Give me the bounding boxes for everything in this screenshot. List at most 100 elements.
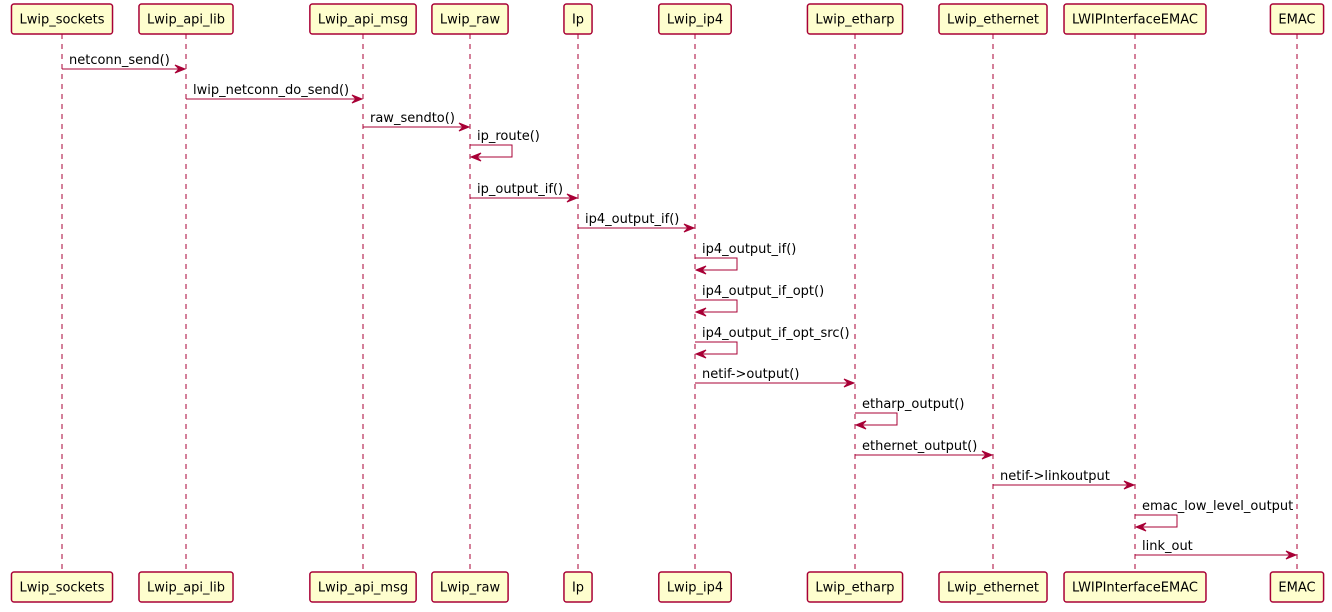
participant-apimsg-top: Lwip_api_msg <box>309 3 417 35</box>
participant-box <box>1269 3 1325 35</box>
message-label: netif->linkoutput <box>1000 469 1110 484</box>
participant-label: Lwip_sockets <box>19 13 104 28</box>
participant-label: Lwip_ethernet <box>947 581 1039 596</box>
arrow-head <box>981 450 994 460</box>
self-call-line <box>695 257 738 271</box>
message-label: raw_sendto() <box>370 111 455 126</box>
message-10: netif->output() <box>695 367 856 388</box>
participant-box <box>658 571 732 603</box>
message-label: ip4_output_if() <box>702 242 796 257</box>
message-label: ip_route() <box>477 129 540 144</box>
participant-label: Lwip_ip4 <box>667 13 723 28</box>
participant-ip-top: Ip <box>563 3 593 35</box>
participant-apimsg-bottom: Lwip_api_msg <box>309 571 417 603</box>
self-call-line <box>695 341 738 355</box>
participant-label: Lwip_api_lib <box>147 581 225 596</box>
self-call-line <box>1135 514 1178 528</box>
participant-etharp-bottom: Lwip_etharp <box>806 571 904 603</box>
participant-emacif-bottom: LWIPInterfaceEMAC <box>1063 571 1207 603</box>
message-label: netconn_send() <box>69 53 170 68</box>
participant-ip4-top: Lwip_ip4 <box>658 3 732 35</box>
participant-label: Lwip_api_msg <box>318 13 408 28</box>
message-label: ethernet_output() <box>862 439 977 454</box>
message-13: netif->linkoutput <box>993 469 1136 490</box>
message-label: link_out <box>1142 539 1193 554</box>
arrow-head <box>1285 550 1298 560</box>
message-label: ip_output_if() <box>477 182 563 197</box>
participant-box <box>806 571 904 603</box>
participants-bottom-row: Lwip_sockets Lwip_api_lib Lwip_api_msg Lwip… <box>10 571 1325 603</box>
message-8: ip4_output_if_opt() <box>694 284 824 317</box>
participant-emac-top: EMAC <box>1269 3 1325 35</box>
participant-label: Lwip_ethernet <box>947 13 1039 28</box>
participant-label: Lwip_ip4 <box>667 581 723 596</box>
message-label: ip4_output_if_opt() <box>702 284 824 299</box>
participant-label: EMAC <box>1278 13 1315 28</box>
participant-label: Lwip_raw <box>440 581 501 596</box>
participant-label: Lwip_sockets <box>19 581 104 596</box>
participant-sockets-bottom: Lwip_sockets <box>10 571 114 603</box>
participant-box <box>431 3 509 35</box>
message-9: ip4_output_if_opt_src() <box>694 326 850 359</box>
message-5: ip_output_if() <box>470 182 579 203</box>
message-1: netconn_send() <box>62 53 187 74</box>
participant-box <box>1269 571 1325 603</box>
participant-label: LWIPInterfaceEMAC <box>1072 581 1198 596</box>
participant-ip4-bottom: Lwip_ip4 <box>658 571 732 603</box>
participants-top-row: Lwip_sockets Lwip_api_lib Lwip_api_msg Lwip… <box>10 3 1325 35</box>
participant-box <box>658 3 732 35</box>
arrow-head <box>683 223 696 233</box>
arrow-head <box>566 193 579 203</box>
participant-ip-bottom: Ip <box>563 571 593 603</box>
participant-label: Lwip_etharp <box>815 13 894 28</box>
participant-box <box>138 3 234 35</box>
participant-box <box>938 3 1048 35</box>
participant-label: LWIPInterfaceEMAC <box>1072 13 1198 28</box>
message-2: lwip_netconn_do_send() <box>186 83 364 104</box>
participant-label: Lwip_raw <box>440 13 501 28</box>
self-call-line <box>855 412 898 426</box>
participant-box <box>309 571 417 603</box>
message-label: netif->output() <box>702 367 799 382</box>
self-call-line <box>470 144 513 158</box>
participant-etharp-top: Lwip_etharp <box>806 3 904 35</box>
participant-box <box>10 3 114 35</box>
message-label: ip4_output_if_opt_src() <box>702 326 850 341</box>
arrow-head <box>458 122 471 132</box>
participant-label: Lwip_api_lib <box>147 13 225 28</box>
message-label: lwip_netconn_do_send() <box>193 83 349 98</box>
lifelines-layer <box>61 34 1298 571</box>
message-label: emac_low_level_output <box>1142 499 1293 514</box>
participant-box <box>938 571 1048 603</box>
message-11: etharp_output() <box>854 397 964 430</box>
participant-ethernet-bottom: Lwip_ethernet <box>938 571 1048 603</box>
arrow-head <box>1123 480 1136 490</box>
participant-emacif-top: LWIPInterfaceEMAC <box>1063 3 1207 35</box>
participant-emac-bottom: EMAC <box>1269 571 1325 603</box>
message-15: link_out <box>1135 539 1298 560</box>
messages-layer: netconn_send() lwip_netconn_do_send() raw_… <box>62 53 1298 560</box>
message-label: etharp_output() <box>862 397 964 412</box>
participant-label: Lwip_api_msg <box>318 581 408 596</box>
message-12: ethernet_output() <box>855 439 994 460</box>
arrow-head <box>174 64 187 74</box>
participant-raw-top: Lwip_raw <box>431 3 509 35</box>
participant-box <box>806 3 904 35</box>
message-4: ip_route() <box>469 129 540 162</box>
participant-box <box>10 571 114 603</box>
arrow-head <box>694 349 707 359</box>
participant-ethernet-top: Lwip_ethernet <box>938 3 1048 35</box>
participant-label: Ip <box>572 13 584 28</box>
participant-apilib-bottom: Lwip_api_lib <box>138 571 234 603</box>
arrow-head <box>694 307 707 317</box>
participant-sockets-top: Lwip_sockets <box>10 3 114 35</box>
participant-label: Lwip_etharp <box>815 581 894 596</box>
participant-label: Ip <box>572 581 584 596</box>
participant-box <box>563 571 593 603</box>
arrow-head <box>1134 522 1147 532</box>
participant-raw-bottom: Lwip_raw <box>431 571 509 603</box>
self-call-line <box>695 299 738 313</box>
message-3: raw_sendto() <box>363 111 471 132</box>
participant-box <box>309 3 417 35</box>
